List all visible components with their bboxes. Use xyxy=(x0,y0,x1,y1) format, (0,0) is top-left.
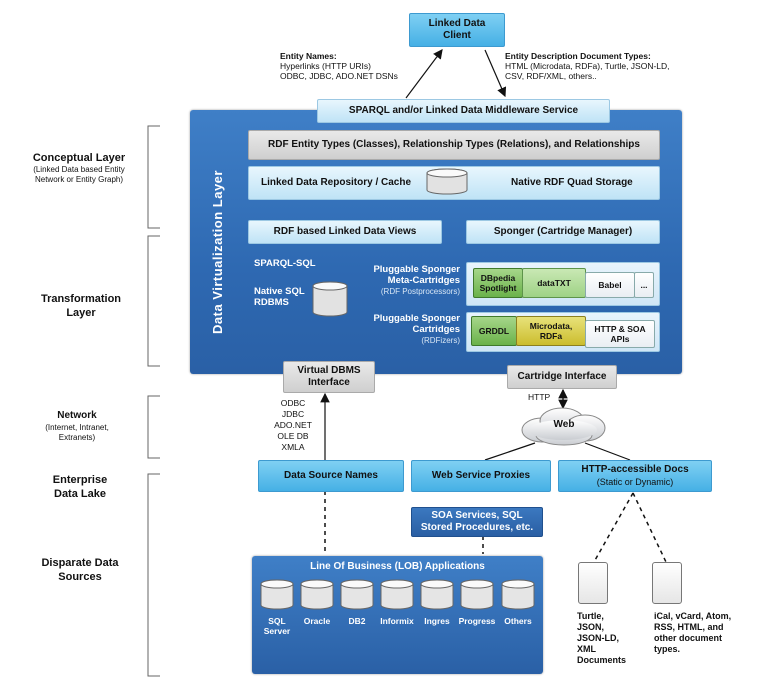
db-oracle: Oracle xyxy=(298,579,336,626)
conceptual-layer-label: Conceptual Layer (Linked Data based Enti… xyxy=(32,152,126,184)
rdf-entity-types: RDF Entity Types (Classes), Relationship… xyxy=(248,130,660,160)
rdbms-cylinder-icon xyxy=(312,281,348,317)
db-label: Ingres xyxy=(424,616,450,626)
web-label: Web xyxy=(553,419,575,430)
middleware-service: SPARQL and/or Linked Data Middleware Ser… xyxy=(317,99,610,123)
database-icon xyxy=(300,579,334,610)
sponger-cartridge-manager: Sponger (Cartridge Manager) xyxy=(466,220,660,244)
db-label: Oracle xyxy=(303,616,331,626)
web-service-proxies: Web Service Proxies xyxy=(411,460,551,492)
grddl-chip: GRDDL xyxy=(471,316,517,346)
more-chip: ... xyxy=(634,272,654,298)
cartridge-interface: Cartridge Interface xyxy=(507,365,617,389)
protocol-list: ODBC JDBC ADO.NET OLE DB XMLA xyxy=(274,398,312,452)
db-label: Progress xyxy=(458,616,496,626)
database-icon xyxy=(340,579,374,610)
repository-label: Linked Data Repository / Cache xyxy=(261,177,412,188)
sparql-sql-label: SPARQL-SQL xyxy=(254,258,316,269)
db-db2: DB2 xyxy=(338,579,376,626)
network-layer-label: Network (Internet, Intranet, Extranets) xyxy=(45,410,109,442)
transformation-layer-label: Transformation Layer xyxy=(40,293,122,319)
panel-title: Data Virtualization Layer xyxy=(210,170,225,334)
db-label: Others xyxy=(504,616,532,626)
document-icon xyxy=(578,562,608,604)
lob-applications-panel xyxy=(252,556,543,674)
lob-title: Line Of Business (LOB) Applications xyxy=(310,561,485,572)
database-icon xyxy=(501,579,535,610)
db-progress: Progress xyxy=(456,579,498,626)
doc-types-right: iCal, vCard, Atom, RSS, HTML, and other … xyxy=(654,611,732,654)
microdata-rdfa-chip: Microdata,RDFa xyxy=(516,316,586,346)
db-ingres: Ingres xyxy=(418,579,456,626)
database-icon xyxy=(460,579,494,610)
http-label: HTTP xyxy=(528,392,551,402)
db-label: DB2 xyxy=(348,616,366,626)
quad-storage-label: Native RDF Quad Storage xyxy=(511,177,633,188)
entity-names-note: Entity Names: Hyperlinks (HTTP URIs) ODB… xyxy=(280,51,398,81)
doc-types-left: Turtle, JSON, JSON-LD, XML Documents xyxy=(577,611,627,665)
db-informix: Informix xyxy=(378,579,416,626)
document-icon xyxy=(652,562,682,604)
rdf-linked-data-views: RDF based Linked Data Views xyxy=(248,220,442,244)
db-others: Others xyxy=(498,579,538,626)
datatxt-chip: dataTXT xyxy=(522,268,586,298)
data-source-names: Data Source Names xyxy=(258,460,404,492)
database-icon xyxy=(380,579,414,610)
disparate-data-sources-label: Disparate Data Sources xyxy=(41,557,119,583)
entity-description-note: Entity Description Document Types: HTML … xyxy=(505,51,670,81)
web-cloud-icon xyxy=(521,407,606,446)
db-label: Informix xyxy=(380,616,414,626)
http-accessible-docs: HTTP-accessible Docs(Static or Dynamic) xyxy=(558,460,712,492)
babel-chip: Babel xyxy=(585,272,635,298)
quad-storage-cylinder-icon xyxy=(426,168,468,195)
enterprise-data-lake-label: Enterprise Data Lake xyxy=(52,474,108,500)
database-icon xyxy=(260,579,294,610)
database-icon xyxy=(420,579,454,610)
